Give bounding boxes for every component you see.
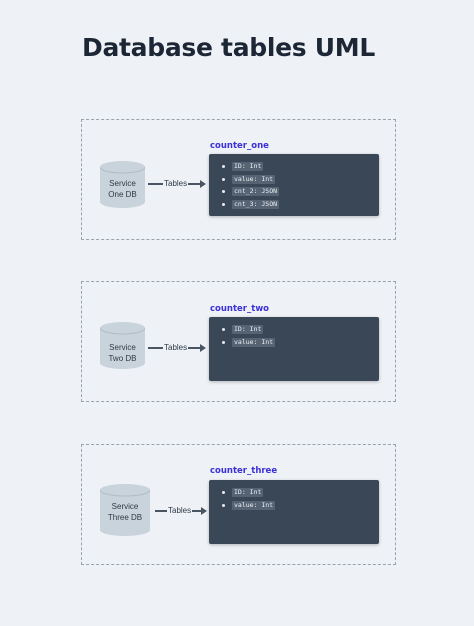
table-name-counter-two: counter_two <box>210 304 270 314</box>
table-counter-two: ID: Int value: Int <box>209 317 379 381</box>
table-field: cnt_2: JSON <box>222 185 379 198</box>
service-three-label-line1: Service <box>111 502 139 511</box>
arrow-right-icon <box>201 507 207 515</box>
service-two-connector: Tables <box>148 342 206 354</box>
service-one-group <box>81 119 396 240</box>
service-two-database-icon: Service Two DB <box>100 322 145 369</box>
arrow-right-icon <box>200 180 206 188</box>
service-two-group <box>81 281 396 402</box>
service-three-label-line2: Three DB <box>107 513 143 522</box>
table-counter-three: ID: Int value: Int <box>209 480 379 544</box>
table-name-counter-three: counter_three <box>210 466 278 476</box>
table-field: value: Int <box>222 499 379 512</box>
table-field: value: Int <box>222 336 379 349</box>
connector-label: Tables <box>163 342 189 354</box>
service-one-label-line1: Service <box>109 179 136 188</box>
table-name-counter-one: counter_one <box>210 141 269 151</box>
service-three-database-icon: Service Three DB <box>100 484 150 536</box>
table-field: value: Int <box>222 173 379 186</box>
table-counter-one: ID: Int value: Int cnt_2: JSON cnt_3: JS… <box>209 154 379 216</box>
service-two-label-line1: Service <box>109 343 136 352</box>
service-one-label-line2: One DB <box>108 190 137 199</box>
connector-label: Tables <box>167 505 193 517</box>
page-title: Database tables UML <box>82 33 375 62</box>
table-field: ID: Int <box>222 486 379 499</box>
service-two-label-line2: Two DB <box>108 354 137 363</box>
service-one-database-icon: Service One DB <box>100 161 145 208</box>
service-three-group <box>81 444 396 565</box>
arrow-right-icon <box>200 344 206 352</box>
service-one-connector: Tables <box>148 178 206 190</box>
connector-label: Tables <box>163 178 189 190</box>
service-three-connector: Tables <box>155 505 207 517</box>
table-field: ID: Int <box>222 160 379 173</box>
table-field: ID: Int <box>222 323 379 336</box>
table-field: cnt_3: JSON <box>222 198 379 211</box>
